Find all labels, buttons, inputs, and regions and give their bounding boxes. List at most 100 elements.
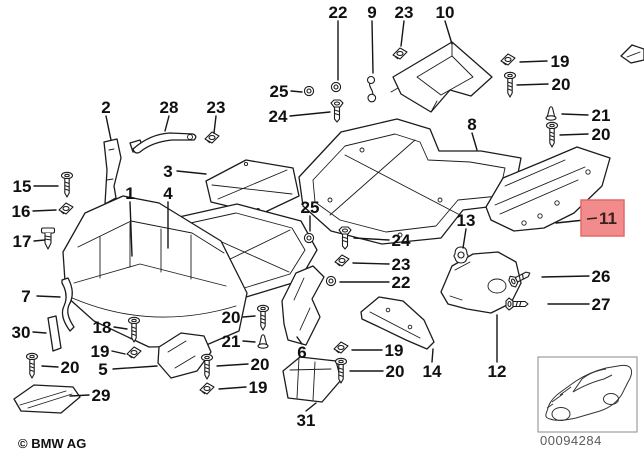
callout-label-24[interactable]: 24 — [269, 107, 288, 126]
screw-icon — [25, 352, 39, 379]
part-7-seal-strip — [61, 277, 75, 332]
callout-leader-8 — [471, 132, 478, 151]
callout-label-23[interactable]: 23 — [395, 3, 414, 22]
callout-leader-3 — [176, 170, 207, 175]
callout-leader-29 — [69, 394, 90, 397]
callout-label-23[interactable]: 23 — [207, 98, 226, 117]
callout-label-10[interactable]: 10 — [436, 3, 455, 22]
callout-leader-6 — [296, 336, 303, 345]
callout-leader-20 — [41, 365, 59, 368]
washer-icon — [303, 232, 315, 244]
callout-label-22[interactable]: 22 — [329, 3, 348, 22]
clip-nut-icon — [126, 346, 142, 359]
callout-label-28[interactable]: 28 — [160, 98, 179, 117]
vehicle-thumbnail: 00094284 — [537, 356, 638, 448]
callout-label-15[interactable]: 15 — [13, 177, 32, 196]
callout-leader-7 — [36, 295, 61, 298]
cone-plug-icon — [257, 334, 269, 349]
clip-icon — [334, 254, 350, 267]
part-30-gasket-strip — [47, 315, 62, 352]
grommet-icon — [453, 246, 469, 264]
callout-leader-20 — [242, 315, 256, 318]
callout-leader-19 — [218, 386, 247, 390]
callout-label-21[interactable]: 21 — [222, 332, 241, 351]
callout-label-29[interactable]: 29 — [92, 386, 111, 405]
callout-label-1[interactable]: 1 — [125, 184, 134, 203]
car-icon — [545, 364, 633, 421]
callout-leader-20 — [516, 83, 549, 86]
callout-label-8[interactable]: 8 — [467, 115, 476, 134]
callout-label-14[interactable]: 14 — [423, 362, 442, 381]
callout-label-5[interactable]: 5 — [98, 360, 107, 379]
clip-icon — [204, 131, 220, 144]
callout-label-20[interactable]: 20 — [61, 358, 80, 377]
copyright-text: © BMW AG — [18, 436, 86, 451]
callout-label-19[interactable]: 19 — [551, 52, 570, 71]
screw-icon — [200, 353, 214, 380]
callout-label-19[interactable]: 19 — [91, 342, 110, 361]
screw-icon — [503, 71, 517, 98]
part-8-engine-shield — [298, 118, 522, 245]
callout-leader-5 — [112, 365, 158, 370]
highlight-dash — [586, 217, 598, 220]
callout-label-23[interactable]: 23 — [392, 255, 411, 274]
callout-label-16[interactable]: 16 — [12, 202, 31, 221]
callout-label-31[interactable]: 31 — [297, 411, 316, 430]
callout-label-22[interactable]: 22 — [392, 273, 411, 292]
part-2-bracket — [103, 138, 122, 205]
callout-label-2[interactable]: 2 — [101, 98, 110, 117]
thumbnail-frame — [537, 356, 638, 433]
callout-label-20[interactable]: 20 — [251, 355, 270, 374]
callout-label-19[interactable]: 19 — [385, 341, 404, 360]
part-6-side-bracket — [281, 265, 325, 346]
clip-icon — [392, 47, 408, 60]
part-14-side-panel — [360, 296, 435, 350]
callout-label-6[interactable]: 6 — [297, 343, 306, 362]
expansion-rivet-icon — [40, 227, 56, 250]
callout-leader-21 — [561, 113, 589, 116]
callout-leader-31 — [305, 402, 317, 412]
screw-icon — [60, 171, 74, 198]
callout-label-20[interactable]: 20 — [552, 75, 571, 94]
callout-label-7[interactable]: 7 — [21, 287, 30, 306]
callout-label-26[interactable]: 26 — [592, 267, 611, 286]
callout-label-20[interactable]: 20 — [222, 308, 241, 327]
callout-label-27[interactable]: 27 — [592, 295, 611, 314]
callout-label-20[interactable]: 20 — [386, 362, 405, 381]
callout-label-17[interactable]: 17 — [13, 232, 32, 251]
part-corner-bracket — [620, 44, 644, 64]
highlighted-callout-11[interactable]: 11 — [555, 199, 625, 237]
cone-plug-icon — [545, 106, 557, 121]
part-31-air-duct — [282, 356, 342, 403]
highlight-label[interactable]: 11 — [599, 209, 617, 228]
callout-label-9[interactable]: 9 — [367, 3, 376, 22]
image-number: 00094284 — [540, 433, 602, 448]
callout-leader-30 — [32, 331, 47, 334]
washer-icon — [330, 81, 342, 93]
callout-label-25[interactable]: 25 — [270, 82, 289, 101]
highlight-box[interactable] — [580, 199, 625, 237]
bolt-icon — [330, 99, 344, 123]
callout-label-20[interactable]: 20 — [592, 125, 611, 144]
callout-leader-24 — [353, 237, 390, 241]
callout-leader-20 — [559, 133, 589, 136]
clip-nut-icon — [58, 202, 74, 215]
callout-leader-25 — [290, 90, 303, 93]
callout-leader-19 — [519, 60, 548, 63]
part-11-underfloor-panel — [485, 146, 611, 232]
callout-label-25[interactable]: 25 — [301, 198, 320, 217]
callout-label-30[interactable]: 30 — [12, 323, 31, 342]
callout-label-24[interactable]: 24 — [392, 231, 411, 250]
callout-label-21[interactable]: 21 — [592, 106, 611, 125]
callout-label-19[interactable]: 19 — [249, 378, 268, 397]
callout-label-4[interactable]: 4 — [163, 184, 173, 203]
callout-label-18[interactable]: 18 — [93, 318, 112, 337]
callout-label-12[interactable]: 12 — [488, 362, 507, 381]
callout-label-13[interactable]: 13 — [457, 211, 476, 230]
link-rod-icon — [366, 75, 377, 103]
part-28-support-arm — [129, 132, 197, 154]
callout-leader-21 — [242, 340, 256, 343]
callout-label-3[interactable]: 3 — [163, 162, 172, 181]
